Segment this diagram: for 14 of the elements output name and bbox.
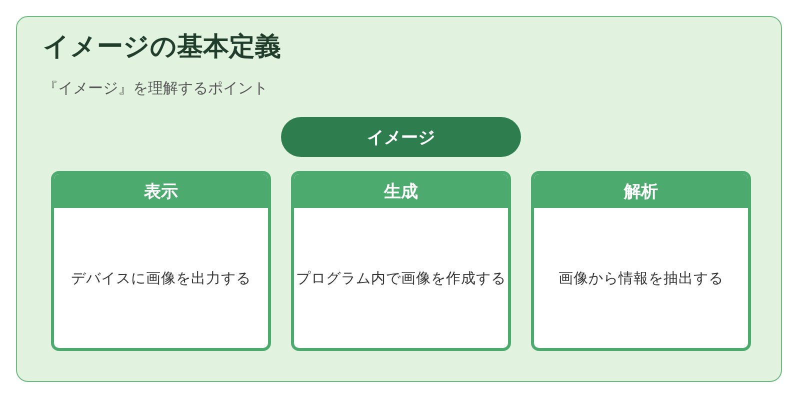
title: イメージの基本定義: [43, 31, 281, 64]
card-description: 画像から情報を抽出する: [558, 270, 724, 288]
category-card: [531, 171, 751, 351]
panel-background: [16, 16, 782, 382]
category-card: [51, 171, 271, 351]
pill-label: イメージ: [367, 126, 435, 148]
card-description: プログラム内で画像を作成する: [296, 270, 506, 288]
subtitle: 『イメージ』を理解するポイント: [43, 79, 268, 98]
card-header: 表示: [54, 174, 268, 208]
heading-pill: [281, 117, 521, 157]
card-header: 生成: [294, 174, 508, 208]
category-card: [291, 171, 511, 351]
card-header: 解析: [534, 174, 748, 208]
card-description: デバイスに画像を出力する: [71, 270, 251, 288]
